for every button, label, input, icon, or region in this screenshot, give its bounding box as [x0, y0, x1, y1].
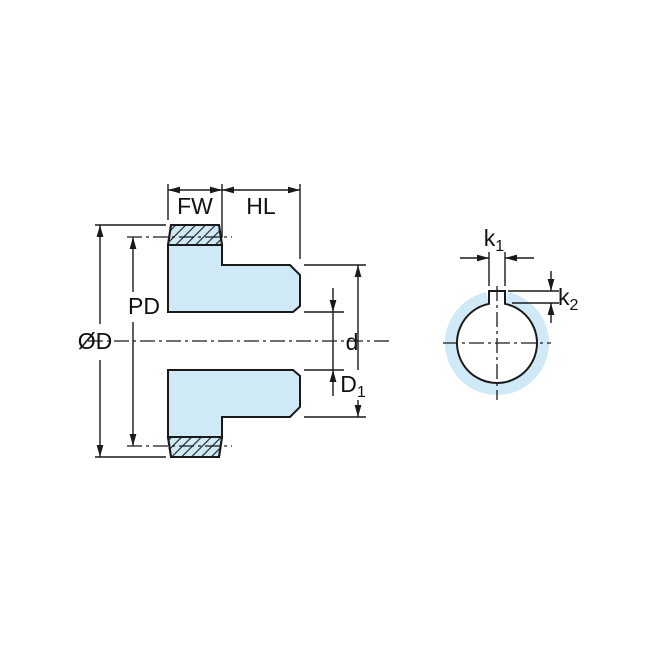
arrowhead: [547, 303, 555, 315]
arrowhead: [288, 186, 300, 194]
dim-hub-diameter: D1: [304, 264, 366, 418]
gear-section-view: [88, 224, 392, 458]
arrowhead: [354, 405, 362, 417]
arrowhead: [96, 445, 104, 457]
tooth-hatch-bottom: [166, 436, 224, 458]
outside-diameter-label: ØD: [78, 328, 113, 354]
arrowhead: [477, 254, 489, 262]
dim-keyway-depth: k2: [508, 271, 579, 323]
arrowhead: [129, 434, 137, 446]
dim-bore-diameter: d: [304, 288, 358, 396]
face-width-label: FW: [177, 193, 213, 219]
tooth-hatch-top: [166, 224, 224, 246]
arrowhead: [505, 254, 517, 262]
hub-length-label: HL: [246, 193, 276, 219]
bore-diameter-label: d: [346, 329, 359, 355]
bore-circle-with-keyway: [456, 290, 538, 384]
pitch-diameter-label: PD: [128, 293, 160, 319]
dim-face-width-hub-length: FW HL: [167, 184, 301, 259]
arrowhead: [222, 186, 234, 194]
gear-end-view: [443, 286, 551, 400]
arrowhead: [96, 225, 104, 237]
hub-diameter-label: D1: [340, 371, 366, 401]
arrowhead: [168, 186, 180, 194]
dim-pitch-diameter: PD: [128, 237, 160, 446]
arrowhead: [329, 370, 337, 382]
gear-ring: [445, 292, 549, 395]
dim-outside-diameter: ØD: [78, 224, 166, 458]
keyway-depth-label: k2: [558, 284, 579, 314]
arrowhead: [354, 265, 362, 277]
arrowhead: [129, 237, 137, 249]
dim-keyway-width: k1: [460, 225, 534, 286]
arrowhead: [329, 300, 337, 312]
keyway-width-label: k1: [484, 225, 505, 255]
arrowhead: [547, 279, 555, 291]
arrowhead: [210, 186, 222, 194]
